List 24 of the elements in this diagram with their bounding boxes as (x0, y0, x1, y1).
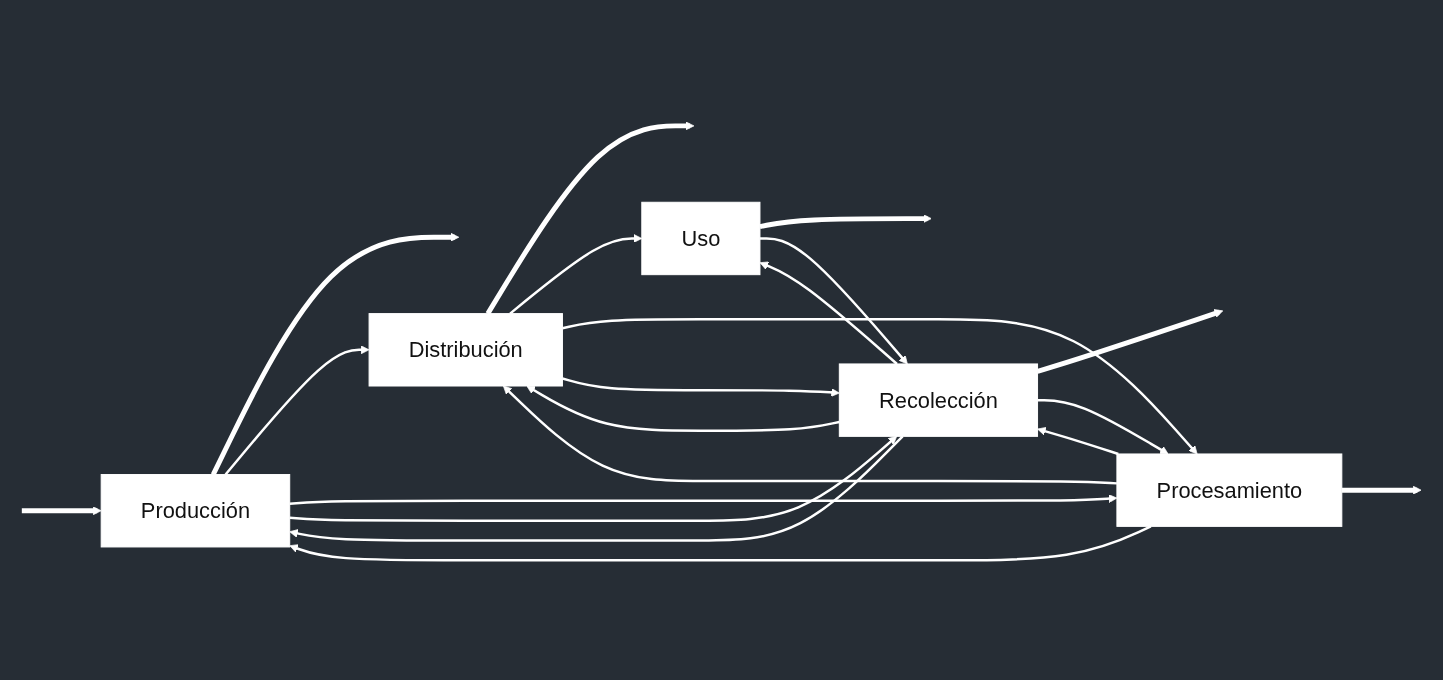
arrow (210, 233, 460, 476)
node-box: Procesamiento (1116, 453, 1343, 528)
arrow (1036, 309, 1224, 375)
node-box: Uso (641, 202, 761, 276)
arrow (289, 435, 904, 543)
arrow (503, 386, 1117, 485)
arrow (509, 234, 643, 315)
arrow (21, 506, 102, 516)
arrow (1037, 399, 1169, 455)
arrow (759, 237, 908, 365)
arrow (562, 318, 1198, 455)
arrow (289, 525, 1152, 562)
arrow (289, 494, 1118, 506)
arrow (526, 386, 840, 433)
arrow (759, 261, 898, 366)
arrow (562, 377, 840, 398)
arrow (224, 345, 370, 476)
node-box: Producción (100, 474, 291, 548)
node-box: Distribución (368, 313, 563, 387)
node-box: Recolección (838, 363, 1039, 438)
arrow (1341, 486, 1422, 495)
arrow (289, 436, 898, 523)
arrow (1037, 427, 1119, 456)
arrow (759, 214, 932, 230)
